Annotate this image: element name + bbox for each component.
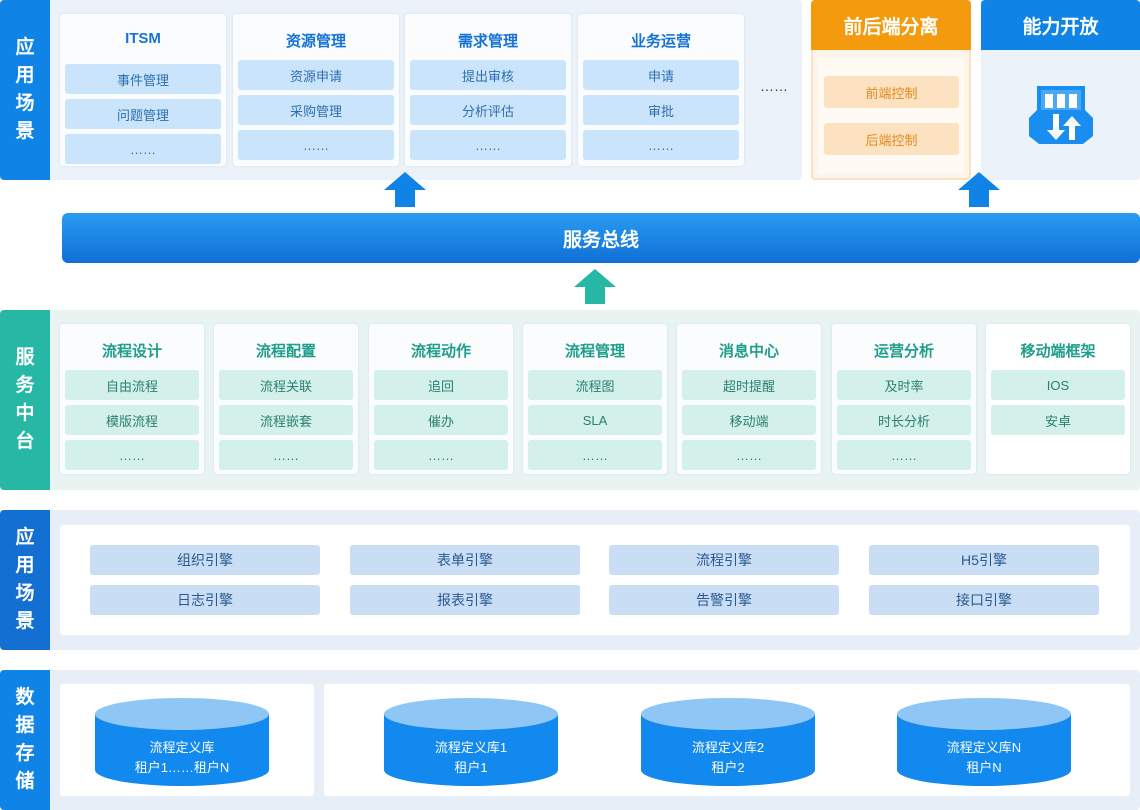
module-item[interactable]: …… (65, 440, 199, 470)
module-item[interactable]: 及时率 (837, 370, 971, 400)
module-item[interactable]: 资源申请 (238, 60, 394, 90)
app-scenarios-side-label: 应 用 场 景 (0, 0, 50, 180)
module-item[interactable]: 时长分析 (837, 405, 971, 435)
module-item[interactable]: …… (837, 440, 971, 470)
module-title: 运营分析 (873, 343, 934, 360)
platform-card-mobile-framework: 移动端框架 IOS 安卓 (986, 324, 1130, 474)
engines-panel (60, 525, 1130, 635)
engine-report[interactable]: 报表引擎 (350, 585, 580, 615)
frontend-control[interactable]: 前端控制 (824, 76, 959, 108)
database-icon (641, 698, 815, 791)
platform-card-operation-analysis: 运营分析 及时率 时长分析 …… (832, 324, 976, 474)
module-item[interactable]: 自由流程 (65, 370, 199, 400)
module-item[interactable]: 提出审核 (410, 60, 566, 90)
engine-alarm[interactable]: 告警引擎 (609, 585, 839, 615)
service-platform-side-label: 服 务 中 台 (0, 310, 50, 490)
module-card-resource: 资源管理 资源申请 采购管理 …… (233, 14, 399, 166)
module-item[interactable]: 事件管理 (65, 64, 221, 94)
module-item[interactable]: 申请 (583, 60, 739, 90)
engine-h5[interactable]: H5引擎 (869, 545, 1099, 575)
more-modules-ellipsis: …… (760, 78, 788, 94)
database-label: 流程定义库 租户1……租户N (134, 740, 230, 775)
module-item[interactable]: SLA (528, 405, 662, 435)
module-item[interactable]: 超时提醒 (682, 370, 816, 400)
module-title: ITSM (125, 30, 161, 47)
service-bus-label: 服务总线 (562, 229, 639, 251)
separation-title: 前后端分离 (843, 16, 939, 38)
module-item[interactable]: …… (410, 130, 566, 160)
module-title: 流程配置 (255, 343, 316, 360)
module-item[interactable]: 流程关联 (219, 370, 353, 400)
database-label: 流程定义库1 租户1 (434, 740, 508, 775)
storage-side-label: 数 据 存 储 (0, 670, 50, 810)
database-label: 流程定义库N 租户N (946, 740, 1022, 775)
module-item[interactable]: …… (682, 440, 816, 470)
module-item[interactable]: …… (374, 440, 508, 470)
engines-side-label: 应 用 场 景 (0, 510, 50, 650)
platform-card-flow-action: 流程动作 追回 催办 …… (369, 324, 513, 474)
platform-card-flow-config: 流程配置 流程关联 流程嵌套 …… (214, 324, 358, 474)
separation-header: 前后端分离 (811, 0, 971, 50)
backend-control[interactable]: 后端控制 (824, 123, 959, 155)
database-label: 流程定义库2 租户2 (691, 740, 765, 775)
module-item[interactable]: 流程图 (528, 370, 662, 400)
module-item[interactable]: 安卓 (991, 405, 1125, 435)
engine-interface[interactable]: 接口引擎 (869, 585, 1099, 615)
platform-card-message-center: 消息中心 超时提醒 移动端 …… (677, 324, 821, 474)
arrow-up-icon (574, 269, 616, 309)
module-title: 流程设计 (101, 343, 162, 360)
module-item[interactable]: …… (583, 130, 739, 160)
platform-card-flow-management: 流程管理 流程图 SLA …… (523, 324, 667, 474)
module-item[interactable]: 移动端 (682, 405, 816, 435)
module-title: 资源管理 (285, 33, 346, 50)
database-icon (897, 698, 1071, 791)
module-item[interactable]: 模版流程 (65, 405, 199, 435)
engine-workflow[interactable]: 流程引擎 (609, 545, 839, 575)
engine-form[interactable]: 表单引擎 (350, 545, 580, 575)
module-item[interactable]: IOS (991, 370, 1125, 400)
module-item[interactable]: 追回 (374, 370, 508, 400)
engine-organization[interactable]: 组织引擎 (90, 545, 320, 575)
database-icon (384, 698, 558, 791)
platform-card-flow-design: 流程设计 自由流程 模版流程 …… (60, 324, 204, 474)
arrow-up-icon (958, 172, 1000, 212)
module-item[interactable]: 催办 (374, 405, 508, 435)
module-title: 业务运营 (630, 33, 691, 50)
database-icon (95, 698, 269, 791)
module-item[interactable]: 采购管理 (238, 95, 394, 125)
module-item[interactable]: 问题管理 (65, 99, 221, 129)
module-item[interactable]: …… (65, 134, 221, 164)
capability-header: 能力开放 (981, 0, 1140, 50)
module-title: 消息中心 (718, 343, 779, 360)
module-item[interactable]: 分析评估 (410, 95, 566, 125)
module-item[interactable]: …… (238, 130, 394, 160)
module-card-operation: 业务运营 申请 审批 …… (578, 14, 744, 166)
service-bus[interactable]: 服务总线 (62, 213, 1140, 263)
arrow-up-icon (384, 172, 426, 212)
module-card-itsm: ITSM 事件管理 问题管理 …… (60, 14, 226, 166)
module-title: 流程动作 (410, 343, 471, 360)
module-item[interactable]: 审批 (583, 95, 739, 125)
module-item[interactable]: 流程嵌套 (219, 405, 353, 435)
module-title: 流程管理 (564, 343, 625, 360)
module-title: 需求管理 (457, 33, 518, 50)
module-item[interactable]: …… (528, 440, 662, 470)
module-card-demand: 需求管理 提出审核 分析评估 …… (405, 14, 571, 166)
api-open-icon (1027, 80, 1095, 148)
module-title: 移动端框架 (1020, 343, 1096, 360)
capability-title: 能力开放 (1022, 16, 1099, 38)
engine-log[interactable]: 日志引擎 (90, 585, 320, 615)
module-item[interactable]: …… (219, 440, 353, 470)
